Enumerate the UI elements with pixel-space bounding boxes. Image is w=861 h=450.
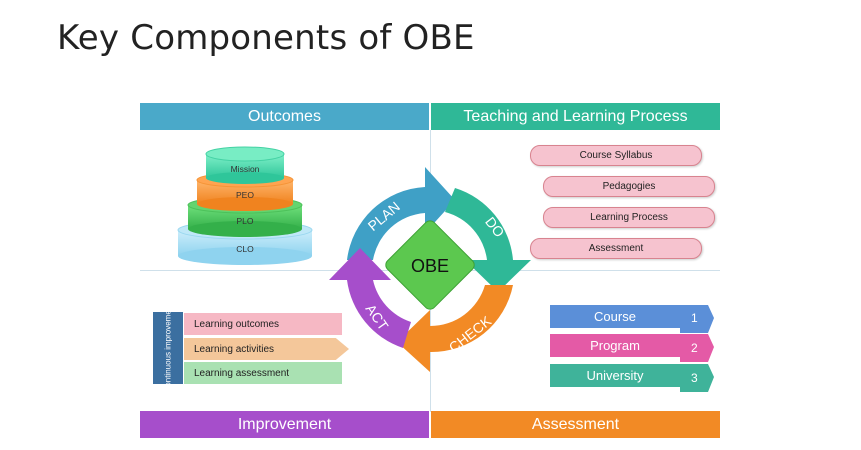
pyramid-label-mission: Mission bbox=[231, 164, 260, 174]
assessment-num-3: 3 bbox=[691, 371, 698, 385]
header-teaching: Teaching and Learning Process bbox=[431, 103, 720, 130]
teaching-item-pedagogies: Pedagogies bbox=[543, 176, 715, 197]
header-outcomes: Outcomes bbox=[140, 103, 429, 130]
pyramid-label-plo: PLO bbox=[236, 216, 253, 226]
obe-center: OBE bbox=[385, 220, 475, 310]
obe-label: OBE bbox=[411, 256, 449, 276]
outcomes-pyramid: Mission PEO PLO CLO bbox=[177, 146, 313, 265]
teaching-item-learning-process: Learning Process bbox=[543, 207, 715, 228]
assessment-num-1: 1 bbox=[691, 311, 698, 325]
pyramid-label-peo: PEO bbox=[236, 190, 254, 200]
cycle-arrow-do bbox=[445, 188, 531, 292]
assessment-level-course: Course bbox=[550, 305, 680, 328]
assessment-level-arrows bbox=[680, 305, 714, 392]
footer-assessment: Assessment bbox=[431, 411, 720, 438]
continuous-improvement-label: Continuous improvement bbox=[153, 304, 183, 392]
improvement-item-assessment: Learning assessment bbox=[184, 362, 342, 384]
cycle-arrow-check bbox=[397, 285, 513, 372]
improvement-item-outcomes: Learning outcomes bbox=[184, 313, 342, 335]
teaching-item-syllabus: Course Syllabus bbox=[530, 145, 702, 166]
assessment-level-university: University bbox=[550, 364, 680, 387]
assessment-level-program: Program bbox=[550, 334, 680, 357]
improvement-item-activities: Learning activities bbox=[184, 338, 349, 360]
pyramid-label-clo: CLO bbox=[236, 244, 254, 254]
cycle-arrow-act bbox=[329, 248, 411, 348]
assessment-num-2: 2 bbox=[691, 341, 698, 355]
pyramid-tier-mission bbox=[205, 146, 285, 184]
slide-title: Key Components of OBE bbox=[57, 18, 475, 58]
footer-improvement: Improvement bbox=[140, 411, 429, 438]
teaching-item-assessment: Assessment bbox=[530, 238, 702, 259]
cycle-arrow-plan bbox=[347, 167, 455, 260]
pdca-cycle: PLAN DO CHECK ACT OBE bbox=[329, 167, 531, 372]
